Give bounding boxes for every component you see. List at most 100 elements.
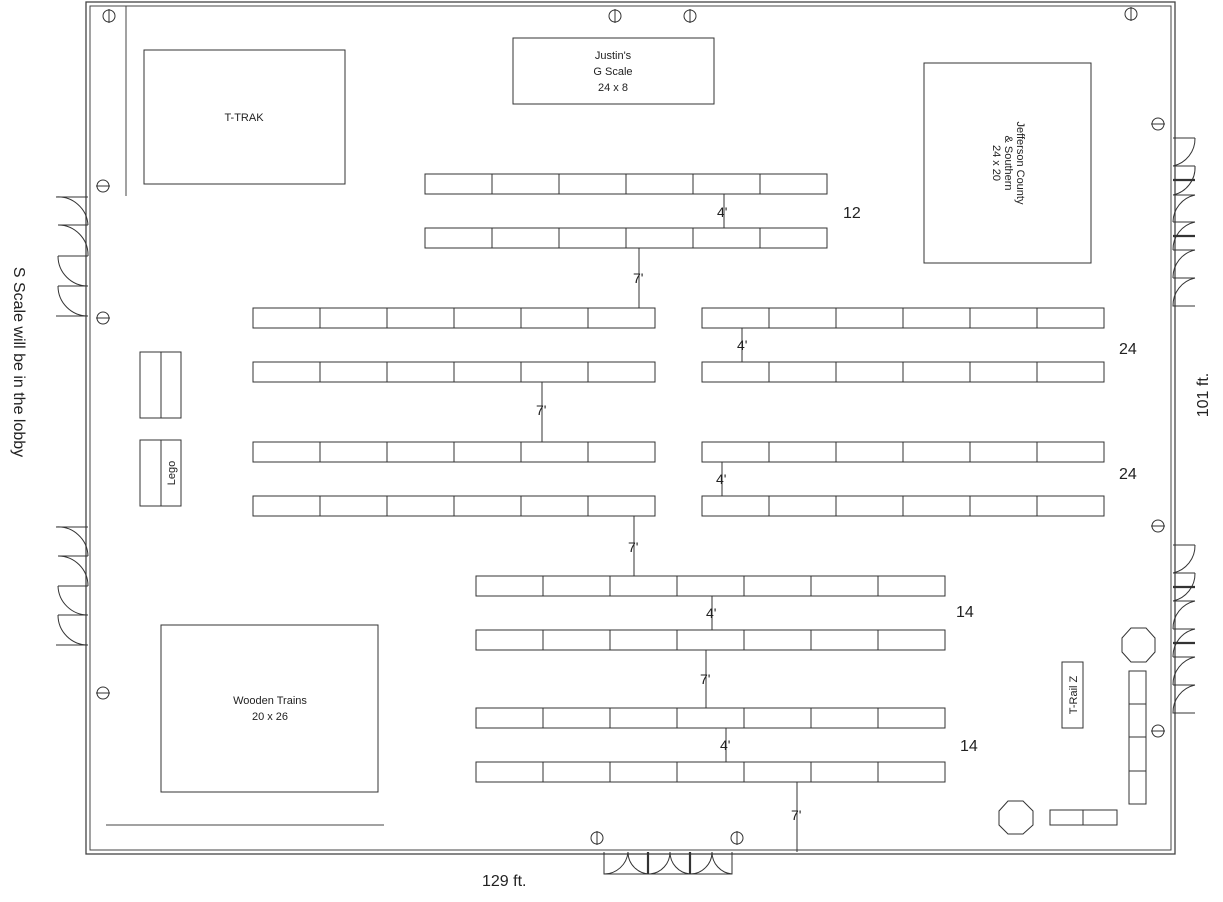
lego-label: Lego xyxy=(166,461,178,485)
vendor-table xyxy=(520,495,589,517)
vendor-table xyxy=(520,361,589,383)
vendor-table xyxy=(453,495,522,517)
layouts xyxy=(139,37,1156,835)
t-trak-box xyxy=(143,49,346,185)
table-row xyxy=(701,441,1105,463)
vendor-table xyxy=(252,361,321,383)
vendor-table xyxy=(558,227,627,249)
vendor-table xyxy=(542,761,611,783)
octagon-table xyxy=(1121,627,1156,663)
vendor-table xyxy=(1036,361,1105,383)
vendor-table xyxy=(902,495,971,517)
vendor-table xyxy=(768,495,837,517)
vendor-table xyxy=(969,361,1038,383)
vendor-table xyxy=(252,495,321,517)
vendor-table xyxy=(759,227,828,249)
vendor-table xyxy=(877,575,946,597)
vendor-table xyxy=(701,441,770,463)
vendor-table xyxy=(835,307,904,329)
vendor-table xyxy=(743,761,812,783)
door-bottom xyxy=(603,851,733,875)
column xyxy=(96,311,110,325)
jefferson-label-line2: & Southern xyxy=(1002,135,1014,190)
vendor-table xyxy=(319,441,388,463)
wooden-label-line2: 20 x 26 xyxy=(252,711,288,723)
vendor-table xyxy=(902,441,971,463)
vendor-table xyxy=(609,761,678,783)
table-row xyxy=(701,495,1105,517)
vendor-table xyxy=(453,307,522,329)
vendor-table xyxy=(877,707,946,729)
vendor-table xyxy=(877,629,946,651)
columns xyxy=(96,7,1165,845)
vendor-table xyxy=(587,495,656,517)
vendor-table xyxy=(609,629,678,651)
vendor-table xyxy=(424,227,493,249)
vendor-table xyxy=(319,495,388,517)
vendor-table xyxy=(609,707,678,729)
vendor-table xyxy=(491,227,560,249)
vendor-table xyxy=(835,495,904,517)
height-label: 101 ft. xyxy=(1195,373,1212,417)
spacing-label: 4' xyxy=(716,471,726,487)
t-rail-z-label: T-Rail Z xyxy=(1068,675,1080,714)
vendor-table xyxy=(475,575,544,597)
vendor-table xyxy=(609,575,678,597)
vendor-table xyxy=(768,307,837,329)
table-row xyxy=(475,629,946,651)
justins-label-line1: Justin's xyxy=(595,50,632,62)
spacing-label: 7' xyxy=(791,807,801,823)
vendor-table xyxy=(759,173,828,195)
spacing-labels: 4' 7' 4' 7' 4' 7' 4' 7' 4' 7' xyxy=(536,204,801,823)
row-count-mid-lower: 24 xyxy=(1119,466,1137,483)
wooden-label-line1: Wooden Trains xyxy=(233,695,307,707)
spacing-label: 7' xyxy=(536,402,546,418)
vendor-table xyxy=(835,361,904,383)
vendor-table xyxy=(1036,307,1105,329)
vendor-table xyxy=(587,307,656,329)
layout-labels: T-TRAK Justin's G Scale 24 x 8 Wooden Tr… xyxy=(224,50,632,723)
vendor-table xyxy=(701,307,770,329)
jefferson-label-line1: Jefferson County xyxy=(1014,122,1026,205)
vendor-table xyxy=(1036,495,1105,517)
vendor-table xyxy=(743,707,812,729)
vendor-table xyxy=(969,307,1038,329)
vendor-table xyxy=(969,441,1038,463)
spacing-label: 4' xyxy=(737,337,747,353)
jefferson-label-line3: 24 x 20 xyxy=(990,145,1002,181)
vendor-table xyxy=(475,761,544,783)
justins-label-line3: 24 x 8 xyxy=(598,82,628,94)
column xyxy=(730,831,744,845)
vendor-table xyxy=(969,495,1038,517)
spacing-label: 7' xyxy=(700,671,710,687)
vendor-table xyxy=(491,173,560,195)
door-left-upper xyxy=(55,196,89,317)
vendor-table xyxy=(810,575,879,597)
vendor-table xyxy=(768,441,837,463)
vendor-table xyxy=(692,173,761,195)
vendor-table xyxy=(453,361,522,383)
table-row xyxy=(424,227,828,249)
jefferson-label: Jefferson County & Southern 24 x 20 xyxy=(990,122,1026,205)
vendor-table xyxy=(625,227,694,249)
vendor-table xyxy=(252,307,321,329)
vendor-table xyxy=(676,629,745,651)
vendor-table xyxy=(386,441,455,463)
octagon-table xyxy=(998,800,1034,835)
vendor-table xyxy=(743,575,812,597)
vendor-table xyxy=(810,761,879,783)
wooden-box xyxy=(160,624,379,793)
table-row xyxy=(252,361,656,383)
vendor-table xyxy=(1036,441,1105,463)
vendor-table xyxy=(902,361,971,383)
vendor-table xyxy=(768,361,837,383)
vendor-table xyxy=(692,227,761,249)
s-scale-note: S Scale will be in the lobby xyxy=(10,267,27,457)
vendor-table xyxy=(386,361,455,383)
table-row xyxy=(252,495,656,517)
t-rail-z-box xyxy=(1061,661,1084,729)
vendor-table xyxy=(587,361,656,383)
column xyxy=(1124,7,1138,21)
vendor-table xyxy=(475,629,544,651)
